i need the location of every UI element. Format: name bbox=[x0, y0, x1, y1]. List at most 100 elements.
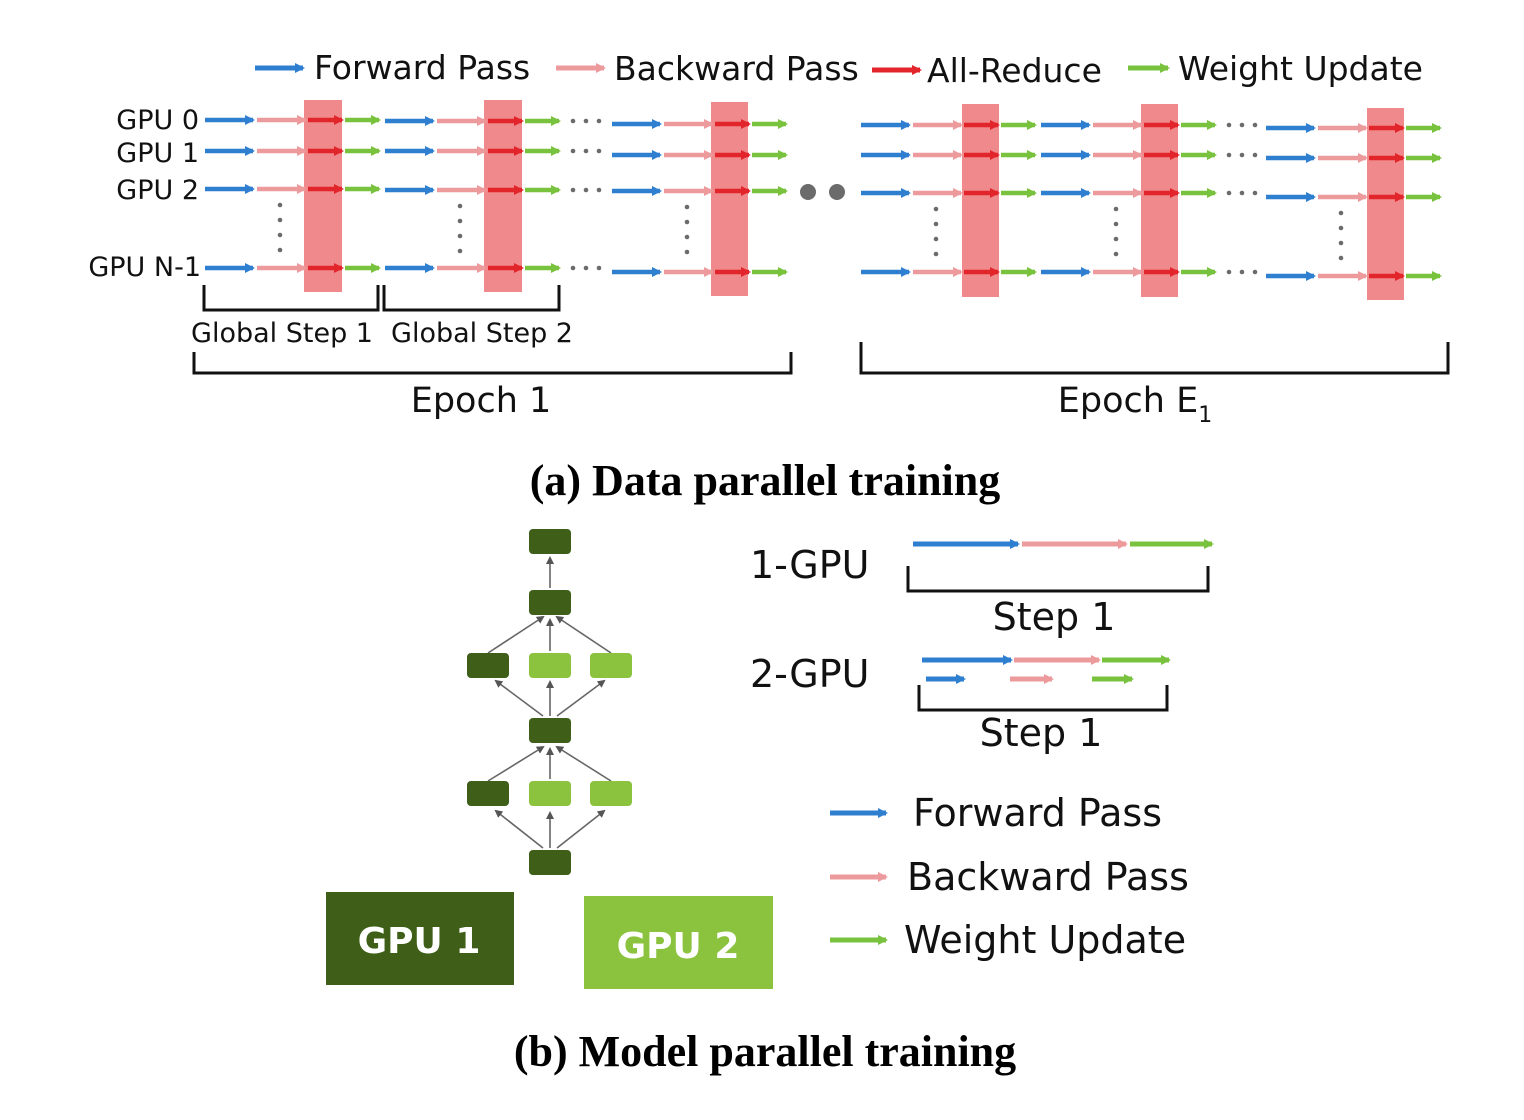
gpu1-box bbox=[326, 892, 514, 985]
gpu1-box-label: GPU 1 bbox=[358, 921, 481, 962]
two-gpu-step-bracket bbox=[917, 685, 1169, 712]
network-graph-edges bbox=[487, 556, 612, 849]
graph-node-gpu2 bbox=[590, 781, 632, 806]
data-parallel-panel: Forward Pass Backward Pass All-Reduce We… bbox=[88, 48, 1450, 505]
ellipsis-dot bbox=[596, 148, 602, 154]
graph-node-gpu2 bbox=[529, 781, 571, 806]
ellipsis-dot bbox=[277, 217, 283, 223]
legend-forward-label: Forward Pass bbox=[314, 48, 530, 87]
ellipsis-dot bbox=[570, 187, 576, 193]
ellipsis-dot bbox=[1239, 269, 1245, 275]
ellipsis-dot bbox=[457, 248, 463, 254]
graph-edge bbox=[555, 745, 612, 782]
ellipsis-dot bbox=[933, 251, 939, 257]
ellipsis-dot bbox=[1338, 210, 1344, 216]
ellipsis-dot bbox=[457, 203, 463, 209]
data-parallel-legend: Forward Pass Backward Pass All-Reduce We… bbox=[255, 48, 1423, 90]
ellipsis-dot bbox=[1113, 251, 1119, 257]
global-step-2-bracket bbox=[382, 285, 561, 312]
two-gpu-label: 2-GPU bbox=[750, 652, 869, 696]
model-parallel-caption: (b) Model parallel training bbox=[514, 1027, 1016, 1076]
two-gpu-step-label: Step 1 bbox=[980, 711, 1103, 755]
graph-node-gpu1 bbox=[529, 850, 571, 875]
legend-backward-label: Backward Pass bbox=[614, 49, 859, 88]
epoch-1-label: Epoch 1 bbox=[411, 381, 552, 421]
ellipsis-dot bbox=[570, 265, 576, 271]
graph-node-gpu2 bbox=[590, 653, 632, 678]
ellipsis-dot bbox=[596, 265, 602, 271]
graph-node-gpu1 bbox=[529, 718, 571, 743]
ellipsis-dot bbox=[1239, 190, 1245, 196]
ellipsis-dot bbox=[583, 187, 589, 193]
epoch-brackets bbox=[192, 342, 1450, 375]
ellipsis-dot bbox=[1338, 255, 1344, 261]
legend-backward-label: Backward Pass bbox=[907, 855, 1189, 899]
ellipsis-dot bbox=[1252, 190, 1258, 196]
graph-node-gpu2 bbox=[529, 653, 571, 678]
model-parallel-legend: Forward Pass Backward Pass Weight Update bbox=[830, 791, 1189, 962]
gpu2-box bbox=[584, 896, 773, 989]
allreduce-band bbox=[962, 104, 999, 297]
epoch-e1-subscript: 1 bbox=[1198, 403, 1212, 428]
gpu-row-label: GPU 0 bbox=[116, 105, 199, 136]
epoch-e1-text: Epoch E bbox=[1058, 381, 1198, 421]
graph-node-gpu1 bbox=[467, 781, 509, 806]
gpu2-box-label: GPU 2 bbox=[617, 926, 740, 967]
ellipsis-dot bbox=[1226, 269, 1232, 275]
epoch-e1-bracket bbox=[859, 342, 1450, 375]
global-step-brackets bbox=[202, 285, 561, 312]
ellipsis-dot bbox=[570, 118, 576, 124]
pipeline-arrows bbox=[205, 115, 1442, 281]
allreduce-bands bbox=[304, 100, 1404, 300]
ellipsis-dot bbox=[684, 204, 690, 210]
allreduce-band bbox=[304, 100, 342, 292]
allreduce-band bbox=[484, 100, 522, 292]
ellipsis-dot bbox=[1252, 269, 1258, 275]
graph-edge bbox=[494, 679, 544, 717]
ellipsis-dot bbox=[1113, 236, 1119, 242]
ellipsis-dot bbox=[277, 232, 283, 238]
ellipsis-dots bbox=[277, 118, 1344, 275]
legend-update-label: Weight Update bbox=[904, 918, 1186, 962]
graph-edge bbox=[556, 809, 606, 849]
gpu-row-label: GPU 1 bbox=[116, 138, 199, 169]
gpu-row-label: GPU 2 bbox=[116, 175, 199, 206]
epoch-1-bracket bbox=[192, 352, 793, 375]
ellipsis-dot bbox=[829, 184, 845, 200]
ellipsis-dot bbox=[596, 187, 602, 193]
gpu-row-label: GPU N-1 bbox=[88, 252, 201, 283]
ellipsis-dot bbox=[596, 118, 602, 124]
graph-edge bbox=[556, 679, 606, 717]
global-step-1-bracket bbox=[202, 285, 380, 312]
legend-forward-label: Forward Pass bbox=[913, 791, 1162, 835]
ellipsis-dot bbox=[457, 218, 463, 224]
two-gpu-arrows bbox=[922, 655, 1171, 684]
ellipsis-dot bbox=[583, 265, 589, 271]
one-gpu-step-label: Step 1 bbox=[993, 595, 1116, 639]
graph-edge bbox=[494, 809, 544, 849]
ellipsis-dot bbox=[1338, 240, 1344, 246]
ellipsis-dot bbox=[933, 236, 939, 242]
ellipsis-dot bbox=[684, 234, 690, 240]
ellipsis-dot bbox=[684, 219, 690, 225]
global-step-1-label: Global Step 1 bbox=[191, 318, 373, 349]
gpu-row-labels: GPU 0 GPU 1 GPU 2 GPU N-1 bbox=[88, 105, 201, 283]
ellipsis-dot bbox=[1226, 190, 1232, 196]
graph-edge bbox=[555, 615, 612, 654]
ellipsis-dot bbox=[277, 202, 283, 208]
ellipsis-dot bbox=[1338, 225, 1344, 231]
ellipsis-dot bbox=[583, 118, 589, 124]
global-step-2-label: Global Step 2 bbox=[391, 318, 573, 349]
ellipsis-dot bbox=[1226, 152, 1232, 158]
epoch-e1-label: Epoch E1 bbox=[1058, 381, 1212, 428]
ellipsis-dot bbox=[570, 148, 576, 154]
data-parallel-caption: (a) Data parallel training bbox=[530, 456, 1001, 505]
graph-edge bbox=[487, 615, 545, 654]
ellipsis-dot bbox=[583, 148, 589, 154]
one-gpu-step-bracket bbox=[906, 566, 1210, 593]
legend-allreduce-label: All-Reduce bbox=[927, 51, 1102, 90]
graph-node-gpu1 bbox=[529, 529, 571, 554]
model-parallel-panel: GPU 1 GPU 2 1-GPU Step 1 2-GPU Step 1 Fo… bbox=[326, 529, 1214, 1076]
ellipsis-dot bbox=[1252, 122, 1258, 128]
